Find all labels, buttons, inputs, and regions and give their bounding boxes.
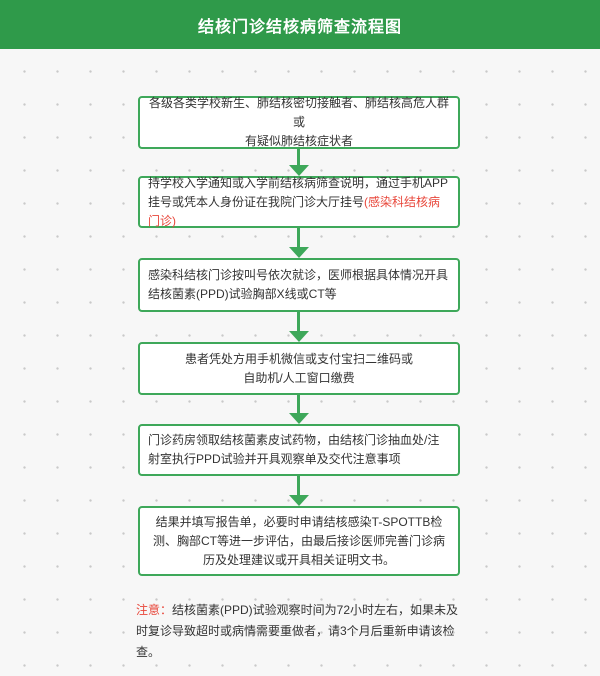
flow-step-4: 患者凭处方用手机微信或支付宝扫二维码或 自助机/人工窗口缴费 (138, 342, 460, 395)
flow-step-6-text: 结果并填写报告单，必要时申请结核感染T-SPOTTB检测、胸部CT等进一步评估，… (153, 514, 445, 567)
flow-step-5: 门诊药房领取结核菌素皮试药物，由结核门诊抽血处/注射室执行PPD试验并开具观察单… (138, 424, 460, 476)
note-text: 结核菌素(PPD)试验观察时间为72小时左右，如果未及时复诊导致超时或病情需要重… (136, 603, 459, 659)
flow-step-3: 感染科结核门诊按叫号依次就诊，医师根据具体情况开具结核菌素(PPD)试验胸部X线… (138, 258, 460, 312)
flow-step-4-line-1: 患者凭处方用手机微信或支付宝扫二维码或 (184, 351, 413, 366)
note-label: 注意： (136, 603, 173, 617)
flow-arrow-1 (289, 149, 309, 176)
flow-step-2-text: 持学校入学通知或入学前结核病筛查说明，通过手机APP挂号或凭本人身份证在我院门诊… (148, 175, 449, 209)
flow-arrow-4 (289, 395, 309, 424)
flow-step-5-text: 门诊药房领取结核菌素皮试药物，由结核门诊抽血处/注射室执行PPD试验并开具观察单… (148, 433, 440, 466)
flow-arrow-5 (289, 476, 309, 506)
flow-step-2: 持学校入学通知或入学前结核病筛查说明，通过手机APP挂号或凭本人身份证在我院门诊… (138, 176, 460, 228)
flow-step-1: 各级各类学校新生、肺结核密切接触者、肺结核高危人群或 有疑似肺结核症状者 (138, 96, 460, 149)
note: 注意：结核菌素(PPD)试验观察时间为72小时左右，如果未及时复诊导致超时或病情… (136, 600, 466, 663)
flow-step-3-text: 感染科结核门诊按叫号依次就诊，医师根据具体情况开具结核菌素(PPD)试验胸部X线… (148, 268, 449, 301)
flow-step-1-line-2: 有疑似肺结核症状者 (244, 134, 353, 148)
flow-step-2-highlight: (感染科结核病门诊) (148, 194, 441, 228)
flow-step-4-line-2: 自助机/人工窗口缴费 (243, 370, 355, 385)
page-title: 结核门诊结核病筛查流程图 (0, 0, 600, 49)
flow-arrow-3 (289, 312, 309, 342)
flow-arrow-2 (289, 228, 309, 258)
flow-step-1-line-1: 各级各类学校新生、肺结核密切接触者、肺结核高危人群或 (148, 96, 449, 129)
flow-step-6: 结果并填写报告单，必要时申请结核感染T-SPOTTB检测、胸部CT等进一步评估，… (138, 506, 460, 576)
